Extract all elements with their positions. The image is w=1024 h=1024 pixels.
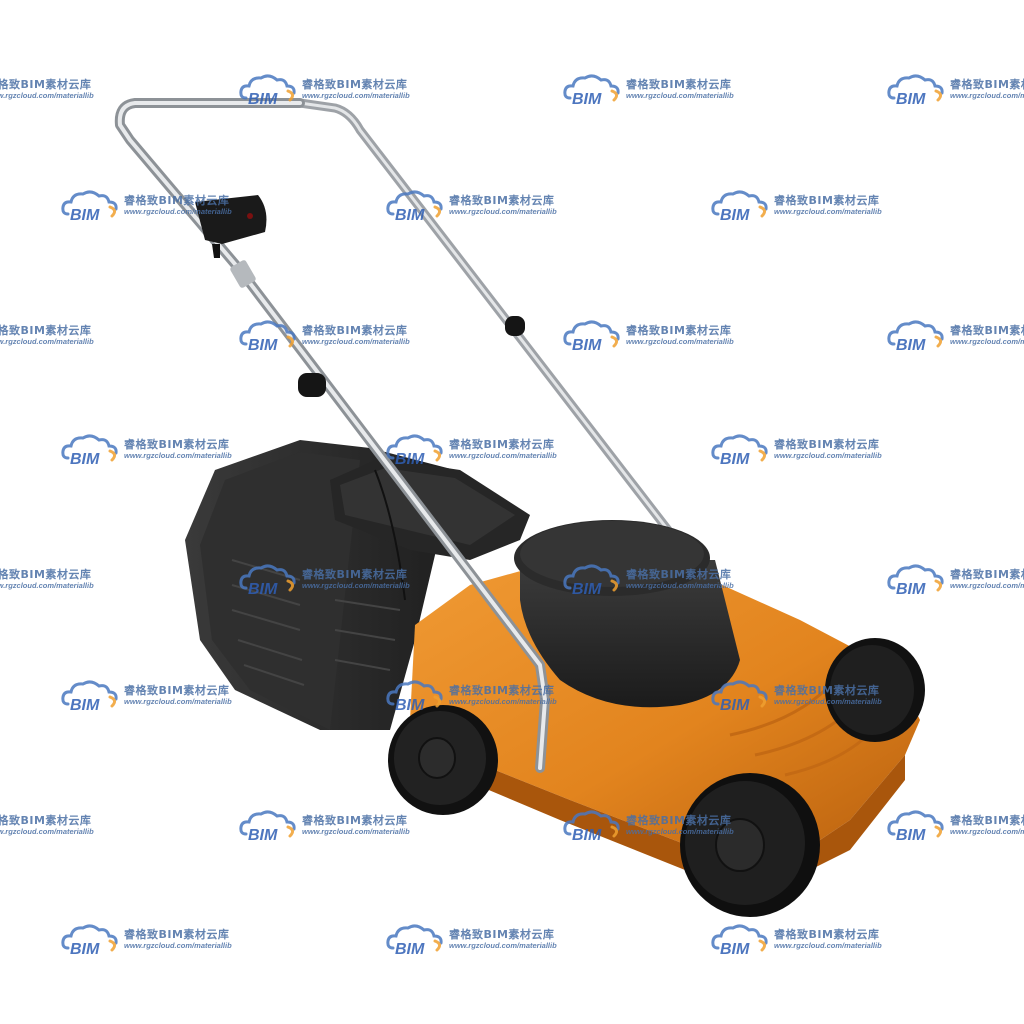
handle-knob-right [505,316,525,336]
switch-box [195,195,267,244]
handle-near-side [114,98,550,773]
handle-far-side [295,98,673,535]
wheel-rear-right [825,638,925,742]
wheel-front-left [388,705,498,815]
wheel-front-right [680,773,820,917]
handle-knob-left [298,373,326,397]
